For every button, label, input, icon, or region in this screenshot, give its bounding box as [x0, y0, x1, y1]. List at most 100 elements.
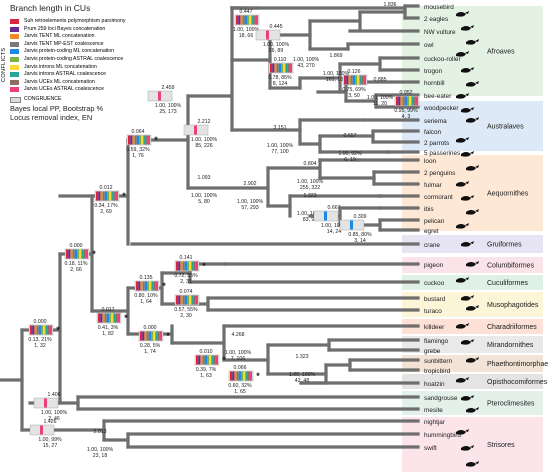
- legend-swatch: [10, 57, 19, 62]
- legend-swatch: [10, 34, 19, 40]
- taxon-label: pelican: [424, 218, 445, 225]
- locus-removal: 1, 32: [34, 343, 46, 349]
- conflict-bar: [247, 15, 250, 25]
- taxon-label: 2 parrots: [424, 140, 449, 147]
- conflict-bar: [187, 261, 190, 271]
- branch-length: 1.836: [384, 2, 397, 8]
- locus-removal: 85, 226: [195, 143, 212, 149]
- taxon-label: mousebird: [424, 4, 454, 11]
- bird-silhouette-icon: [466, 209, 479, 215]
- conflict-bar: [136, 281, 139, 291]
- branch-length: 2.212: [198, 119, 211, 125]
- conflict-bar: [184, 261, 187, 271]
- conflict-bar: [68, 249, 71, 259]
- branch-length: 0.110: [274, 57, 287, 63]
- conflict-bar: [324, 211, 327, 221]
- bird-silhouette-icon: [456, 277, 469, 283]
- taxon-label: hoatzin: [424, 381, 445, 388]
- taxon-label: NW vulture: [424, 29, 456, 36]
- taxon-label: bustard: [424, 296, 446, 303]
- conflict-bar: [411, 96, 414, 106]
- bird-silhouette-icon: [461, 241, 474, 247]
- conflict-bar: [147, 135, 150, 145]
- support-values: 0.72, 55%: [174, 273, 198, 279]
- conflict-bar: [413, 96, 416, 106]
- legend-label: Jarvis TENT MP-EST coalescence: [24, 40, 104, 47]
- conflict-bar: [407, 96, 410, 106]
- conflict-bar: [281, 63, 284, 73]
- support-values: 1.00, 100%: [237, 199, 264, 205]
- conflict-bar: [195, 295, 198, 305]
- legend-label: Jarvis introns ML concatenation: [24, 63, 97, 70]
- support-values: 1.00, 100%: [289, 372, 316, 378]
- support-values: 0.78, 85%: [268, 75, 292, 81]
- support-values: 1.00, 100%: [87, 447, 114, 453]
- bird-silhouette-icon: [461, 195, 474, 201]
- conflict-bar: [100, 313, 103, 323]
- legend-label: Jarvis UCEs ML concatenation: [24, 78, 95, 85]
- locus-removal: 1, 74: [144, 349, 156, 355]
- support-values: 1.00, 100%: [293, 57, 320, 63]
- clade-label: Musophagotides: [487, 302, 539, 309]
- taxon-label: woodpecker: [423, 105, 459, 112]
- conflict-bar: [74, 249, 77, 259]
- clade-panel: [402, 275, 543, 290]
- locus-removal: 255, 322: [300, 185, 320, 191]
- branch-length: 0.447: [240, 9, 253, 15]
- bird-silhouette-icon: [461, 295, 474, 301]
- conflict-bar: [72, 249, 75, 259]
- legend-label: CONGRUENCE: [24, 96, 62, 102]
- conflict-bar: [79, 249, 82, 259]
- bird-silhouette-icon: [461, 339, 474, 345]
- locus-removal: 11, 20: [373, 101, 387, 107]
- legend-label: Jarvis introns ASTRAL coalescence: [24, 71, 106, 78]
- branch-length: 1.869: [330, 53, 343, 59]
- locus-removal: 1, 63: [200, 373, 212, 379]
- branch-length: 1.406: [48, 392, 61, 398]
- legend-swatch: [10, 87, 19, 93]
- conflict-bar: [209, 355, 212, 365]
- locus-removal: 2, 66: [70, 267, 82, 273]
- legend-title: Branch length in CUs: [10, 3, 91, 13]
- conflict-bar: [157, 331, 160, 341]
- conflict-bar: [255, 15, 258, 25]
- conflict-star-icon: *: [202, 261, 206, 271]
- support-values: 0.41, 3%: [98, 325, 119, 331]
- conflict-bar: [151, 331, 154, 341]
- legend-label: Jarvis UCEs ASTRAL coalescence: [24, 86, 104, 93]
- conflict-bar: [240, 15, 243, 25]
- support-values: 0.13, 21%: [28, 337, 52, 343]
- bird-silhouette-icon: [456, 323, 469, 329]
- conflict-bar: [147, 281, 150, 291]
- clade-panel: [402, 319, 543, 334]
- conflict-bar: [243, 371, 246, 381]
- taxon-label: falcon: [424, 129, 441, 136]
- conflict-bar: [404, 96, 407, 106]
- support-values: 0.59, 32%: [126, 147, 150, 153]
- locus-removal: 26, 89: [269, 48, 284, 54]
- conflict-bar: [128, 135, 131, 145]
- locus-removal: 43, 270: [297, 63, 314, 69]
- conflict-bar: [266, 30, 269, 40]
- conflict-bar: [244, 15, 247, 25]
- bird-silhouette-icon: [466, 357, 479, 363]
- branch-length: 0.126: [348, 69, 361, 75]
- legend-swatch: [10, 79, 19, 85]
- bird-silhouette-icon: [466, 117, 479, 123]
- conflict-bar: [178, 261, 181, 271]
- conflict-bar: [355, 75, 358, 85]
- conflict-bar: [182, 261, 185, 271]
- support-values: 0.75, 69%: [342, 87, 366, 93]
- support-values: 1.00, 100%: [323, 71, 350, 77]
- support-values: 1.00, 100%: [321, 223, 348, 229]
- conflict-bar: [106, 313, 109, 323]
- conflict-bar: [159, 331, 162, 341]
- conflict-bar: [204, 355, 207, 365]
- taxon-label: hummingbird: [424, 432, 461, 439]
- clade-label: Aequornithes: [487, 191, 529, 198]
- support-values: 1.00, 100%: [267, 143, 294, 149]
- conflict-bar: [193, 261, 196, 271]
- clade-label: Opisthocomiformes: [487, 379, 548, 386]
- bird-silhouette-icon: [466, 81, 479, 87]
